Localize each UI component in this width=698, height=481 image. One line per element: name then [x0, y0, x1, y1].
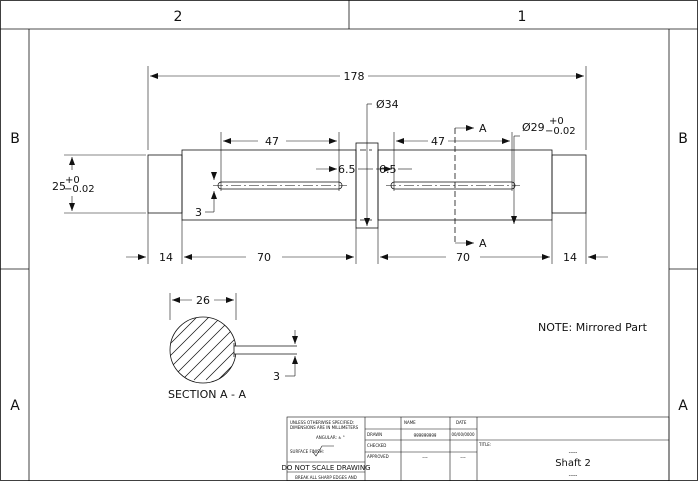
tb-col-date: DATE [456, 420, 467, 425]
tb-row-checked: CHECKED [367, 443, 386, 448]
title-block [286, 416, 670, 481]
tb-approved-name: --- [422, 455, 428, 461]
tb-do-not-scale: DO NOT SCALE DRAWING [281, 464, 370, 472]
section-slot-dim: 3 [273, 370, 280, 383]
tb-row-drawn: DRAWN [367, 432, 382, 437]
dim-slot-length-right: 47 [431, 135, 445, 148]
shaft-front-view [147, 128, 587, 243]
surface-finish-symbol-icon [312, 445, 334, 457]
tb-unless-line1: UNLESS OTHERWISE SPECIFIED: [290, 420, 354, 425]
section-arrow-label-top: A [479, 122, 487, 135]
dim-end-tol-lower: −0.02 [64, 184, 95, 195]
tb-part-sub2: ---- [569, 472, 578, 479]
tb-break-edges: BREAK ALL SHARP EDGES AND [295, 475, 357, 480]
tb-angular: ANGULAR: ± ° [316, 435, 345, 440]
dim-shaft-tol-lower: −0.02 [545, 126, 576, 137]
section-title: SECTION A - A [168, 388, 246, 401]
tb-part-title: Shaft 2 [555, 458, 591, 469]
zone-row-b-left: B [10, 131, 20, 147]
dim-end-tol-upper: +0 [65, 175, 80, 186]
dim-end-diameter: 25 [52, 180, 66, 193]
dim-overall-length: 178 [344, 70, 365, 83]
zone-col-1: 1 [518, 9, 527, 25]
dim-slot-offset-left: 6.5 [338, 163, 356, 176]
dim-shaft-length-right: 70 [456, 251, 470, 264]
dim-end-length-right: 14 [563, 251, 577, 264]
zone-row-b-right: B [678, 131, 688, 147]
dim-shaft-diameter: Ø29 [522, 121, 545, 134]
dim-slot-width: 3 [195, 206, 202, 219]
dim-end-length-left: 14 [159, 251, 173, 264]
dim-shaft-tol-upper: +0 [549, 116, 564, 127]
tb-surface-finish: SURFACE FINISH: [290, 449, 324, 454]
section-width-dim: 26 [196, 294, 210, 307]
tb-unless-line2: DIMENSIONS ARE IN MILLIMETERS [290, 425, 359, 430]
dim-shaft-length-left: 70 [257, 251, 271, 264]
tb-drawn-name: ggggggggg [414, 432, 437, 437]
dim-collar-diameter: Ø34 [376, 98, 399, 111]
dimension-lines [64, 66, 608, 264]
zone-col-2: 2 [174, 9, 183, 25]
tb-title-label: TITLE: [478, 442, 491, 447]
dim-slot-length-left: 47 [265, 135, 279, 148]
mirrored-part-note: NOTE: Mirrored Part [538, 321, 648, 334]
tb-part-sub: ---- [569, 449, 578, 456]
zone-row-a-left: A [10, 398, 20, 414]
zone-row-a-right: A [678, 398, 688, 414]
section-arrow-label-bottom: A [479, 237, 487, 250]
tb-col-name: NAME [404, 420, 416, 425]
tb-approved-date: --- [460, 455, 466, 461]
tb-drawn-date: 00/00/0000 [451, 432, 475, 437]
tb-row-approved: APPROVED [367, 454, 389, 459]
dim-slot-offset-right: 6.5 [379, 163, 397, 176]
